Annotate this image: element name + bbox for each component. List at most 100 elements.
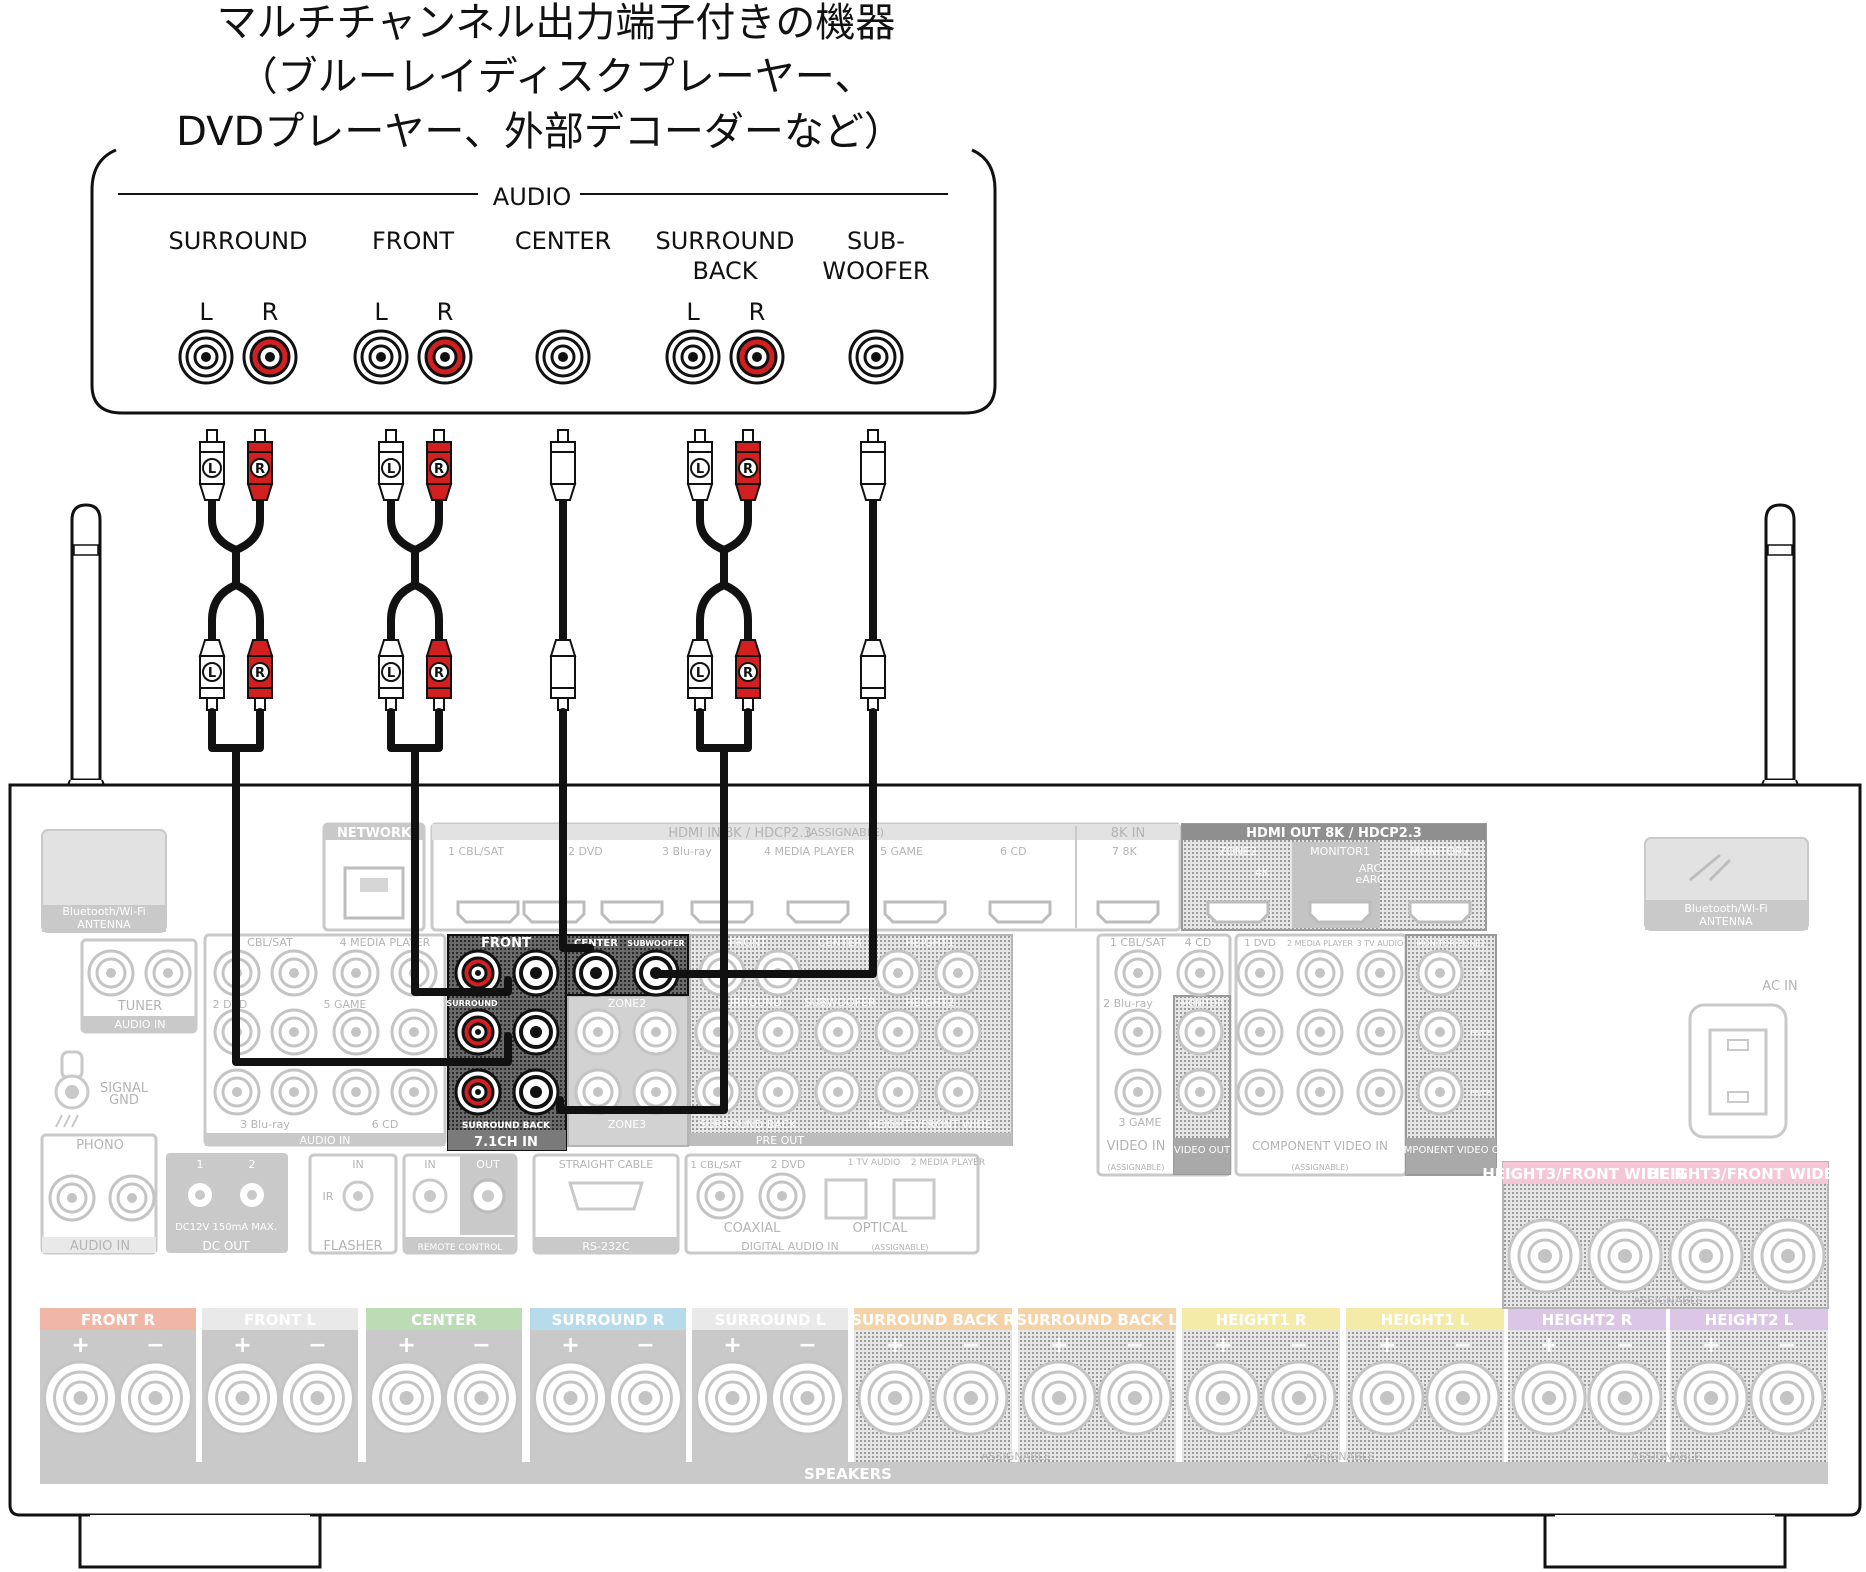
hdmi-in-label-1: 2 DVD — [568, 845, 603, 858]
comp-jack-0-0 — [1236, 949, 1284, 997]
audio-in-label-cblsat: CBL/SAT — [247, 936, 293, 949]
ch71-surround-label: SURROUND — [446, 999, 498, 1008]
bt-label-right-1: Bluetooth/Wi-Fi — [1684, 902, 1767, 915]
video-out-label: VIDEO OUT — [1174, 1145, 1231, 1156]
speaker-terminal-8: HEIGHT1 L+− — [1346, 1308, 1504, 1462]
rs232-top: STRAIGHT CABLE — [559, 1158, 654, 1171]
zone2-label: ZONE2 — [608, 997, 646, 1010]
title-line2: （ブルーレイディスクプレーヤー、 — [238, 54, 875, 100]
ch71-surround-l — [512, 1008, 560, 1056]
video-jack-1 — [1176, 949, 1224, 997]
preout-jack-6 — [814, 1008, 862, 1056]
tuner-sub: AUDIO IN — [115, 1018, 166, 1031]
source-jacks — [178, 329, 904, 385]
ac-in-label: AC IN — [1762, 979, 1797, 994]
speaker-terminal-1: FRONT L+− — [202, 1308, 358, 1462]
preout-front: FRONT — [729, 936, 767, 949]
source-jack-subwoofer — [848, 329, 904, 385]
speaker-label-1: FRONT L — [244, 1311, 317, 1329]
video-jack-4 — [1114, 1068, 1162, 1116]
speaker-top-label-1: HEIGHT3/FRONT WIDE L — [1647, 1165, 1849, 1183]
svg-text:R: R — [743, 666, 753, 681]
svg-text:+: + — [233, 1333, 251, 1358]
flasher-label: FLASHER — [323, 1239, 382, 1254]
svg-text:R: R — [743, 462, 753, 477]
comp-jack-1-0 — [1296, 949, 1344, 997]
audio-group-label: AUDIO — [493, 183, 571, 211]
svg-text:L: L — [696, 666, 704, 681]
video-in-label: VIDEO IN — [1107, 1139, 1166, 1154]
preout-jack-7 — [874, 1008, 922, 1056]
title-line1: マルチチャンネル出力端子付きの機器 — [217, 0, 896, 46]
preout-jack-11 — [814, 1068, 862, 1116]
svg-text:+: + — [723, 1333, 741, 1358]
audio-in-jack-5 — [270, 1008, 318, 1056]
dc-out-block — [166, 1153, 288, 1253]
speaker-terminal-2: CENTER+− — [366, 1308, 522, 1462]
speaker-label-10: HEIGHT2 L — [1705, 1311, 1794, 1329]
svg-text:L: L — [387, 462, 395, 477]
svg-text:R: R — [434, 462, 444, 477]
dig-media: 2 MEDIA PLAYER — [911, 1158, 985, 1168]
speaker-label-9: HEIGHT2 R — [1542, 1311, 1633, 1329]
sb-l-label: L — [686, 298, 700, 326]
source-jack-sb-r — [729, 329, 785, 385]
rca-plug-R-439-640: R — [425, 639, 453, 711]
preout-jack-5 — [754, 1008, 802, 1056]
hdmi-out-arc: ARC — [1359, 862, 1382, 875]
optical-label: OPTICAL — [852, 1221, 908, 1236]
hdmi-in-label-3: 4 MEDIA PLAYER — [764, 845, 855, 858]
rca-plug-null-563-430 — [549, 429, 577, 501]
hdmi-out-header: HDMI OUT 8K / HDCP2.3 — [1246, 826, 1422, 841]
audio-in-label-dvd: 2 DVD — [213, 998, 248, 1011]
audio-in-jack-8 — [213, 1068, 261, 1116]
ch71-center-label: CENTER — [574, 938, 618, 949]
rca-plug-null-873-430 — [859, 429, 887, 501]
source-label-surround-back-1: SURROUND — [655, 227, 794, 255]
source-device-panel — [90, 148, 997, 415]
ch71-sb-l — [512, 1068, 560, 1116]
svg-text:−: − — [472, 1333, 490, 1358]
svg-text:+: + — [561, 1333, 579, 1358]
hdmi-out-earc: eARC — [1355, 873, 1384, 886]
rca-plug-R-439-430: R — [425, 429, 453, 501]
source-jack-sb-l — [665, 329, 721, 385]
digital-label: DIGITAL AUDIO IN — [741, 1240, 838, 1253]
ch71-surround-r — [454, 1008, 502, 1056]
source-label-subwoofer-1: SUB- — [847, 227, 905, 255]
hdmi-in-port-2 — [522, 900, 586, 924]
svg-text:+: + — [1378, 1333, 1396, 1358]
source-jack-front-l — [353, 329, 409, 385]
rca-plug-L-391-430: L — [377, 429, 405, 501]
audio-in-jack-10 — [332, 1068, 380, 1116]
audio-in-label-game: 5 GAME — [324, 998, 367, 1011]
video-in-cd: 4 CD — [1185, 936, 1212, 949]
rca-plug-L-700-430: L — [686, 429, 714, 501]
coaxial-label: COAXIAL — [724, 1221, 782, 1236]
speaker-label-3: SURROUND R — [552, 1311, 665, 1329]
dc-out-label: DC OUT — [203, 1239, 251, 1253]
rca-plug-R-748-640: R — [734, 639, 762, 711]
audio-in-jack-6 — [332, 1008, 380, 1056]
preout-subwoofer: SUBWOOFER — [804, 996, 876, 1009]
comp-jack-0-2 — [1236, 1068, 1284, 1116]
remote-out: OUT — [476, 1158, 500, 1171]
speaker-label-0: FRONT R — [81, 1311, 156, 1329]
rca-plug-L-700-640: L — [686, 639, 714, 711]
flasher-in: IN — [352, 1158, 363, 1171]
speaker-assignable-1: ASSIGNABLE — [1305, 1450, 1375, 1463]
surround-r-label: R — [262, 298, 279, 326]
ch71-jacks — [454, 949, 680, 1116]
hdmi-in-port-1 — [456, 900, 520, 924]
zone3-label: ZONE3 — [608, 1118, 646, 1131]
speaker-terminal-7: HEIGHT1 R+− — [1182, 1308, 1340, 1462]
ch71-center — [572, 949, 620, 997]
hdmi-in-port-3 — [600, 900, 664, 924]
comp-out-label: COMPONENT VIDEO OUT — [1389, 1145, 1514, 1156]
remote-in: IN — [424, 1158, 435, 1171]
svg-text:L: L — [696, 462, 704, 477]
